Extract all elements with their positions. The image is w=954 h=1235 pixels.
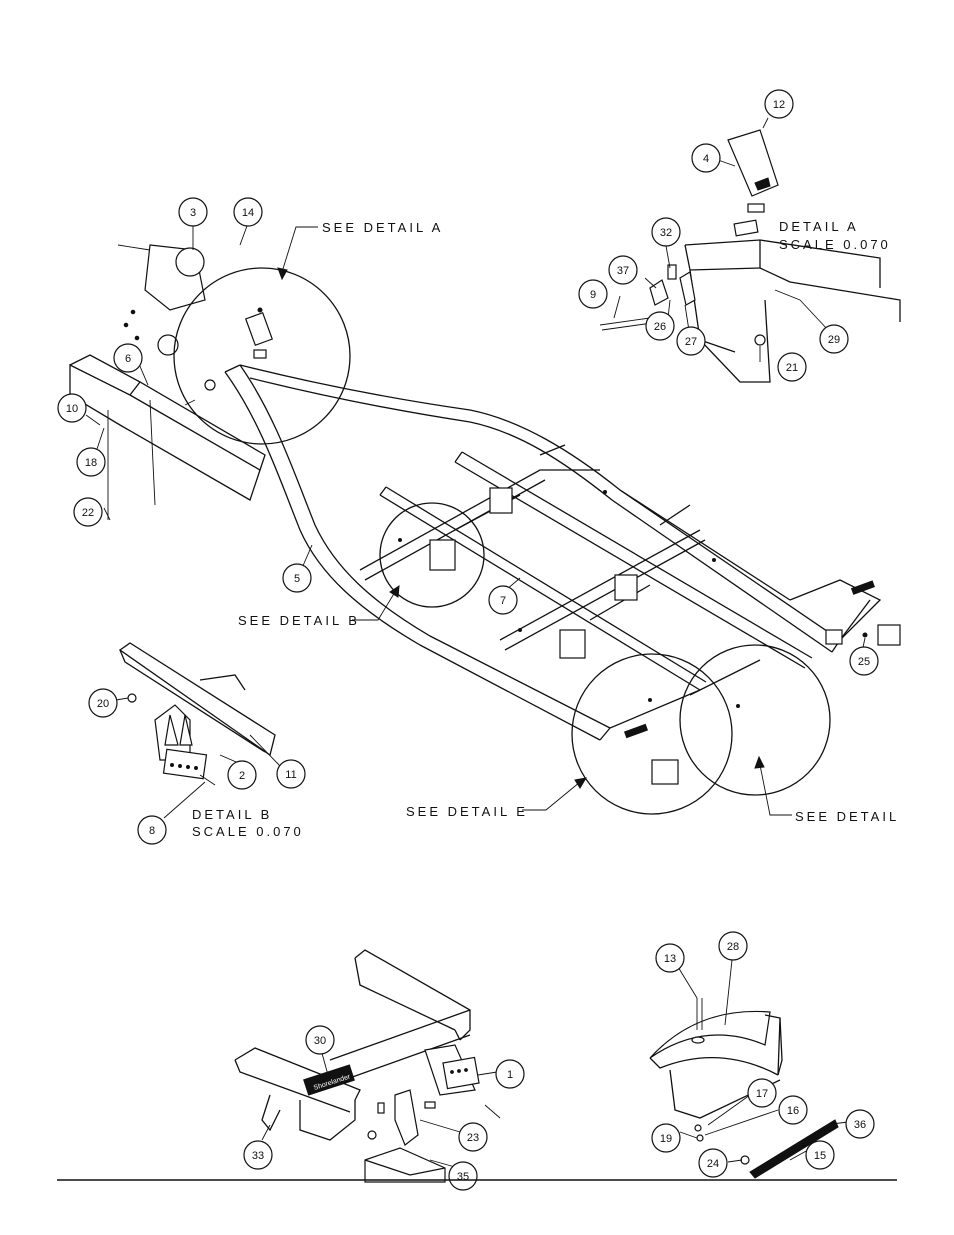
callout-6: 6: [113, 343, 143, 373]
callout-29: 29: [819, 324, 849, 354]
callout-30-number: 30: [314, 1035, 326, 1047]
callout-17-number: 17: [756, 1088, 768, 1100]
see-detail-right-label: SEE DETAIL: [795, 809, 899, 824]
callout-20-number: 20: [97, 698, 109, 710]
callout-8-number: 8: [149, 825, 155, 837]
callout-37: 37: [608, 255, 638, 285]
detail-b: [118, 642, 276, 786]
detail-circles: [173, 267, 831, 815]
callout-33: 33: [243, 1140, 273, 1170]
callout-10: 10: [57, 393, 87, 423]
callout-6-number: 6: [125, 353, 131, 365]
callout-11-number: 11: [285, 769, 296, 781]
detail-e: Shorelander: [234, 949, 501, 1183]
callout-23-number: 23: [467, 1132, 479, 1144]
callout-3: 3: [178, 197, 208, 227]
callout-21: 21: [777, 352, 807, 382]
callout-19: 19: [651, 1123, 681, 1153]
callout-27-number: 27: [685, 336, 697, 348]
callout-9: 9: [578, 279, 608, 309]
callout-13: 13: [655, 943, 685, 973]
callout-1-number: 1: [507, 1069, 513, 1081]
callout-36-number: 36: [854, 1119, 866, 1131]
callout-4-number: 4: [703, 153, 709, 165]
callout-9-number: 9: [590, 289, 596, 301]
callout-13-number: 13: [664, 953, 676, 965]
callout-28: 28: [718, 931, 748, 961]
callout-5: 5: [282, 563, 312, 593]
callout-8: 8: [137, 815, 167, 845]
callout-18: 18: [76, 447, 106, 477]
callout-14: 14: [233, 197, 263, 227]
trailer-frame: [224, 364, 882, 741]
detail-a-parts-main: [184, 307, 274, 406]
winch-stand: [69, 244, 266, 520]
callout-11: 11: [276, 759, 306, 789]
callout-12: 12: [764, 89, 794, 119]
callout-25: 25: [849, 646, 879, 676]
callout-3-number: 3: [190, 207, 196, 219]
see-detail-e-label: SEE DETAIL E: [406, 804, 528, 819]
hardware-dots: [123, 309, 868, 708]
detail-a-scale: SCALE 0.070: [779, 237, 891, 252]
detail-b-scale: SCALE 0.070: [192, 824, 304, 839]
callout-26: 26: [645, 311, 675, 341]
callout-28-number: 28: [727, 941, 739, 953]
callout-36: 36: [845, 1109, 875, 1139]
see-detail-leaders: [277, 226, 792, 816]
callout-1: 1: [495, 1059, 525, 1089]
callout-16: 16: [778, 1095, 808, 1125]
callout-25-number: 25: [858, 656, 870, 668]
callout-35: 35: [448, 1161, 478, 1191]
callout-18-number: 18: [85, 457, 97, 469]
detail-a-title: DETAIL A: [779, 219, 859, 234]
callout-12-number: 12: [773, 99, 785, 111]
callout-33-number: 33: [252, 1150, 264, 1162]
callout-23: 23: [458, 1122, 488, 1152]
callout-30: 30: [305, 1025, 335, 1055]
callout-16-number: 16: [787, 1105, 799, 1117]
callout-32-number: 32: [660, 227, 672, 239]
callout-4: 4: [691, 143, 721, 173]
detail-b-title: DETAIL B: [192, 807, 272, 822]
callout-22: 22: [73, 497, 103, 527]
callout-10-number: 10: [66, 403, 78, 415]
callout-20: 20: [88, 688, 118, 718]
callout-37-number: 37: [617, 265, 629, 277]
callouts: 1 2 3 4 5 6 7 8 9 10 11 12 13 14 15 16 1…: [57, 89, 879, 1191]
callout-14-number: 14: [242, 207, 254, 219]
callout-2-number: 2: [239, 770, 245, 782]
callout-7: 7: [488, 585, 518, 615]
rollers: [429, 487, 901, 785]
callout-32: 32: [651, 217, 681, 247]
callout-27: 27: [676, 326, 706, 356]
see-detail-b-label: SEE DETAIL B: [238, 613, 360, 628]
callout-35-number: 35: [457, 1171, 469, 1183]
callout-21-number: 21: [786, 362, 798, 374]
labels: SEE DETAIL A SEE DETAIL B SEE DETAIL E S…: [192, 219, 899, 839]
callout-24: 24: [698, 1148, 728, 1178]
callout-29-number: 29: [828, 334, 840, 346]
fender-detail: [649, 998, 839, 1179]
callout-24-number: 24: [707, 1158, 719, 1170]
see-detail-a-label: SEE DETAIL A: [322, 220, 443, 235]
callout-26-number: 26: [654, 321, 666, 333]
callout-19-number: 19: [660, 1133, 672, 1145]
callout-5-number: 5: [294, 573, 300, 585]
detail-a: [599, 129, 901, 383]
callout-22-number: 22: [82, 507, 94, 519]
callout-15: 15: [805, 1140, 835, 1170]
callout-7-number: 7: [500, 595, 506, 607]
callout-15-number: 15: [814, 1150, 826, 1162]
callout-2: 2: [227, 760, 257, 790]
leader-lines: [85, 117, 866, 1168]
callout-17: 17: [747, 1078, 777, 1108]
